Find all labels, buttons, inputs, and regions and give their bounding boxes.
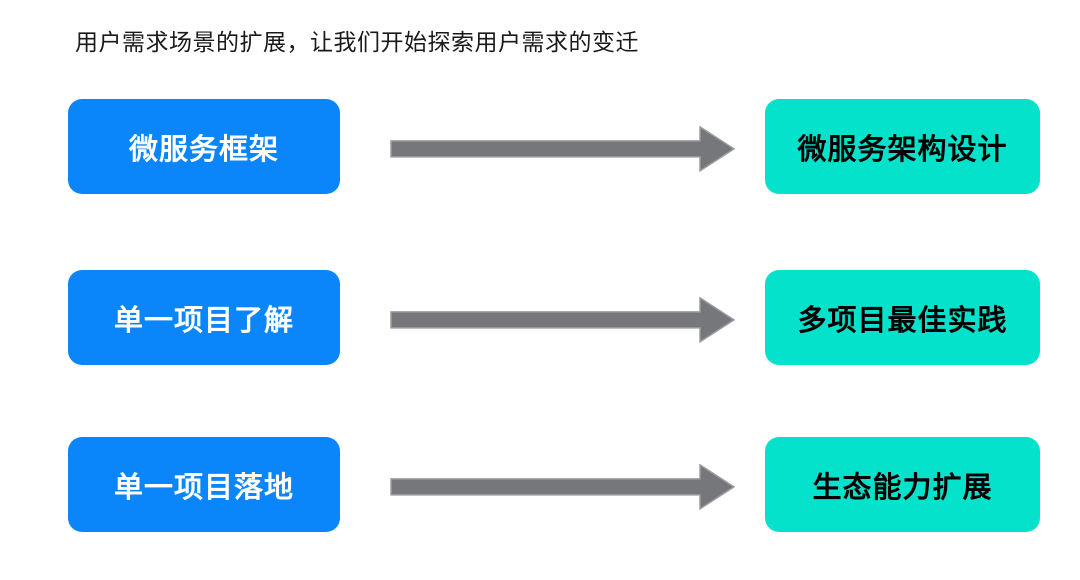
source-box-microservice-framework: 微服务框架: [68, 99, 340, 194]
arrow-right-icon: [390, 463, 735, 510]
page-title: 用户需求场景的扩展，让我们开始探索用户需求的变迁: [75, 29, 639, 55]
target-box-ecosystem-capability: 生态能力扩展: [765, 437, 1040, 532]
flow-row: 微服务框架 微服务架构设计: [0, 99, 1080, 194]
flow-row: 单一项目了解 多项目最佳实践: [0, 270, 1080, 365]
target-box-architecture-design: 微服务架构设计: [765, 99, 1040, 194]
arrow-right-icon: [390, 125, 735, 172]
flow-row: 单一项目落地 生态能力扩展: [0, 437, 1080, 532]
source-box-single-project-landing: 单一项目落地: [68, 437, 340, 532]
source-box-single-project-understanding: 单一项目了解: [68, 270, 340, 365]
arrow-right-icon: [390, 296, 735, 343]
target-box-multi-project-best-practice: 多项目最佳实践: [765, 270, 1040, 365]
